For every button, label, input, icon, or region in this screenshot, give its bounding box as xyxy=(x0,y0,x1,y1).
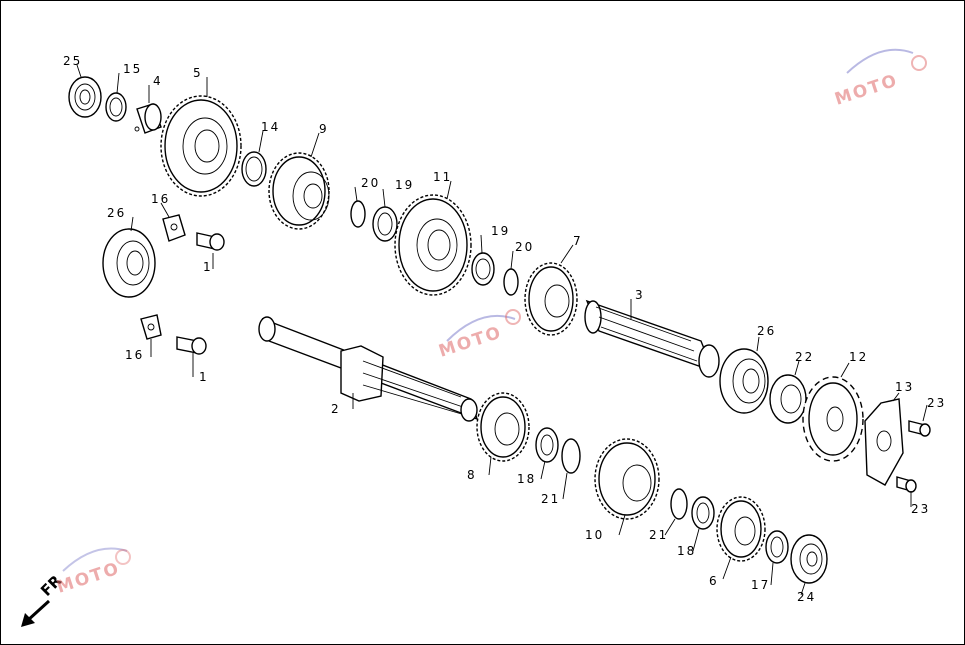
label-7: 7 xyxy=(573,234,583,248)
label-16-lower: 16 xyxy=(125,348,144,362)
label-19-upper: 19 xyxy=(395,178,414,192)
sprocket-12 xyxy=(802,376,864,462)
gear-8 xyxy=(476,392,530,462)
label-10: 10 xyxy=(585,528,604,542)
gear-11 xyxy=(394,194,472,296)
oil-seal-22 xyxy=(769,374,807,424)
label-4: 4 xyxy=(153,74,163,88)
gear-6 xyxy=(716,496,766,562)
bolt-23b xyxy=(896,476,917,493)
circlip-21a xyxy=(561,438,581,474)
washer-15 xyxy=(105,92,127,122)
bushing-4 xyxy=(134,103,162,134)
label-20-upper: 20 xyxy=(361,176,380,190)
label-17: 17 xyxy=(751,578,770,592)
label-23-lower: 23 xyxy=(911,502,930,516)
circlip-20b xyxy=(503,268,519,296)
label-9: 9 xyxy=(319,122,329,136)
label-15: 15 xyxy=(123,62,142,76)
label-23-upper: 23 xyxy=(927,396,946,410)
label-14: 14 xyxy=(261,120,280,134)
label-1-upper: 1 xyxy=(203,260,213,274)
bearing-26b xyxy=(719,348,769,414)
label-21-left: 21 xyxy=(541,492,560,506)
label-19-lower: 19 xyxy=(491,224,510,238)
bearing-26a xyxy=(102,228,156,298)
splined-washer-19a xyxy=(372,206,398,242)
splined-washer-19b xyxy=(471,252,495,286)
label-12: 12 xyxy=(849,350,868,364)
gear-5 xyxy=(160,95,242,197)
callout-labels: 25 15 4 5 14 9 20 19 11 19 20 7 3 26 16 … xyxy=(63,54,946,604)
plate-16b xyxy=(140,314,162,340)
gear-watermark-icon xyxy=(911,55,927,71)
watermark-logo-bottom-left: MOTO xyxy=(54,547,131,598)
gear-watermark-icon xyxy=(505,309,521,325)
label-11: 11 xyxy=(433,170,452,184)
watermark-logo-top-right: MOTO xyxy=(832,48,927,110)
label-2: 2 xyxy=(331,402,341,416)
label-16-upper: 16 xyxy=(151,192,170,206)
shaft-3 xyxy=(584,299,720,378)
label-20-lower: 20 xyxy=(515,240,534,254)
watermark-text-top: MOTO xyxy=(832,71,900,110)
bolt-23a xyxy=(908,420,931,437)
label-13: 13 xyxy=(895,380,914,394)
gear-7 xyxy=(524,262,578,336)
watermark-text-center: MOTO xyxy=(436,323,504,362)
bearing-25 xyxy=(68,76,102,118)
label-22: 22 xyxy=(795,350,814,364)
label-18-left: 18 xyxy=(517,472,536,486)
label-1-lower: 1 xyxy=(199,370,209,384)
label-25-top: 25 xyxy=(63,54,82,68)
splined-washer-18a xyxy=(535,427,559,463)
circlip-21b xyxy=(670,488,688,520)
leader-lines xyxy=(76,64,928,596)
label-24: 24 xyxy=(797,590,816,604)
gear-9 xyxy=(268,152,330,230)
bolt-1a xyxy=(196,232,225,251)
mainshaft-2 xyxy=(258,316,479,422)
gear-watermark-icon xyxy=(115,549,131,565)
lock-plate-13 xyxy=(864,398,904,486)
gear-10 xyxy=(594,438,660,520)
label-5: 5 xyxy=(193,66,203,80)
arrow-icon xyxy=(21,613,35,627)
watermark-text-bottom: MOTO xyxy=(54,559,122,598)
label-3: 3 xyxy=(635,288,645,302)
washer-14 xyxy=(241,151,267,187)
circlip-20a xyxy=(350,200,366,228)
watermark-logo-center: MOTO xyxy=(436,309,521,362)
bearing-24 xyxy=(790,534,828,584)
label-6: 6 xyxy=(709,574,719,588)
washer-17 xyxy=(765,530,789,564)
label-18-right: 18 xyxy=(677,544,696,558)
plate-16a xyxy=(162,214,186,242)
label-8: 8 xyxy=(467,468,477,482)
label-26-left: 26 xyxy=(107,206,126,220)
label-21-right: 21 xyxy=(649,528,668,542)
bolt-1b xyxy=(176,336,207,355)
splined-washer-18b xyxy=(691,496,715,530)
label-26-right: 26 xyxy=(757,324,776,338)
